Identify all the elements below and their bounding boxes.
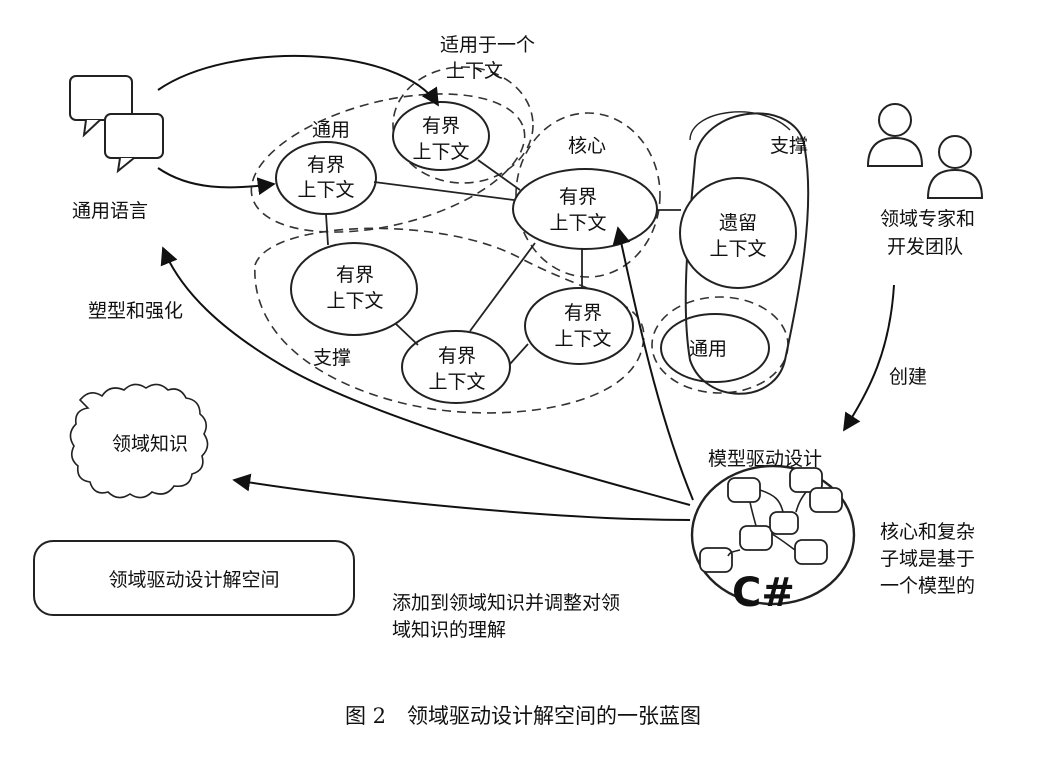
label-add-knowledge-2: 域知识的理解 bbox=[392, 619, 507, 641]
label-create: 创建 bbox=[889, 366, 928, 388]
bc-top bbox=[392, 101, 490, 171]
bc-core-label-1: 有界 bbox=[558, 186, 598, 208]
solution-space-label: 领域驱动设计解空间 bbox=[108, 568, 280, 591]
bc-generic-label-1: 有界 bbox=[306, 154, 346, 176]
arrow-mdd-shape-strengthen bbox=[160, 246, 691, 506]
label-core-model-3: 一个模型的 bbox=[880, 575, 976, 597]
label-support-bottom: 支撑 bbox=[313, 347, 352, 369]
arrow-people-create bbox=[843, 284, 895, 432]
bc-legacy bbox=[679, 177, 797, 289]
label-generic-right: 通用 bbox=[688, 338, 728, 360]
label-applies-one-context-2: 上下文 bbox=[446, 60, 504, 82]
label-core: 核心 bbox=[568, 135, 607, 157]
solution-space-box: 领域驱动设计解空间 bbox=[33, 540, 355, 616]
label-ubiquitous-language: 通用语言 bbox=[72, 200, 149, 222]
speech-bubbles-icon bbox=[69, 75, 164, 174]
arrow-add-knowledge bbox=[232, 473, 691, 521]
domain-knowledge-cloud bbox=[69, 383, 209, 499]
arrows bbox=[157, 54, 895, 521]
label-mdd: 模型驱动设计 bbox=[708, 448, 823, 470]
bc-legacy-label-2: 上下文 bbox=[709, 238, 767, 260]
supporting-subdomain-region bbox=[254, 227, 645, 414]
applies-one-context-region bbox=[392, 66, 534, 184]
figure-caption: 图 2 领域驱动设计解空间的一张蓝图 bbox=[344, 704, 702, 728]
bc-top-label-1: 有界 bbox=[421, 115, 461, 137]
csharp-logo: C# bbox=[732, 570, 795, 616]
bc-generic-label-2: 上下文 bbox=[297, 179, 355, 201]
label-domain-experts-2: 开发团队 bbox=[887, 236, 964, 258]
label-domain-knowledge: 领域知识 bbox=[111, 433, 189, 455]
legacy-support-loop bbox=[684, 112, 810, 395]
label-core-model-2: 子域是基于 bbox=[880, 548, 976, 570]
bc-support-left bbox=[290, 242, 418, 336]
generic-subdomain-region bbox=[250, 93, 526, 233]
label-add-knowledge-1: 添加到领域知识并调整对领 bbox=[392, 592, 621, 614]
bc-core-label-2: 上下文 bbox=[549, 212, 607, 234]
context-links bbox=[325, 159, 681, 365]
label-applies-one-context-1: 适用于一个 bbox=[440, 34, 536, 56]
label-domain-experts-1: 领域专家和 bbox=[880, 208, 976, 230]
model-driven-design-circle bbox=[690, 464, 856, 606]
label-shape-strengthen: 塑型和强化 bbox=[88, 300, 184, 322]
label-support-top: 支撑 bbox=[770, 135, 809, 157]
bc-top-label-2: 上下文 bbox=[412, 141, 470, 163]
bc-legacy-label-1: 遗留 bbox=[718, 212, 758, 234]
arrow-language-to-generic-context bbox=[157, 167, 276, 196]
bc-support-right-label-1: 有界 bbox=[563, 302, 603, 324]
bc-support-left-label-1: 有界 bbox=[335, 264, 375, 286]
bc-support-middle bbox=[401, 330, 511, 404]
bc-support-middle-label-1: 有界 bbox=[437, 345, 477, 367]
bc-support-right bbox=[524, 287, 634, 365]
label-core-model-1: 核心和复杂 bbox=[880, 521, 976, 543]
core-subdomain-region bbox=[515, 112, 661, 278]
people-icon bbox=[866, 103, 984, 199]
arrow-language-to-top-context bbox=[157, 54, 439, 107]
bc-support-right-label-2: 上下文 bbox=[554, 328, 612, 350]
bc-generic-right bbox=[660, 313, 770, 383]
legacy-support-loop-inner bbox=[689, 111, 791, 141]
bc-support-middle-label-2: 上下文 bbox=[428, 371, 486, 393]
arrow-mdd-to-core bbox=[612, 226, 694, 501]
bc-support-left-label-2: 上下文 bbox=[326, 290, 384, 312]
label-generic-top: 通用 bbox=[312, 119, 351, 141]
